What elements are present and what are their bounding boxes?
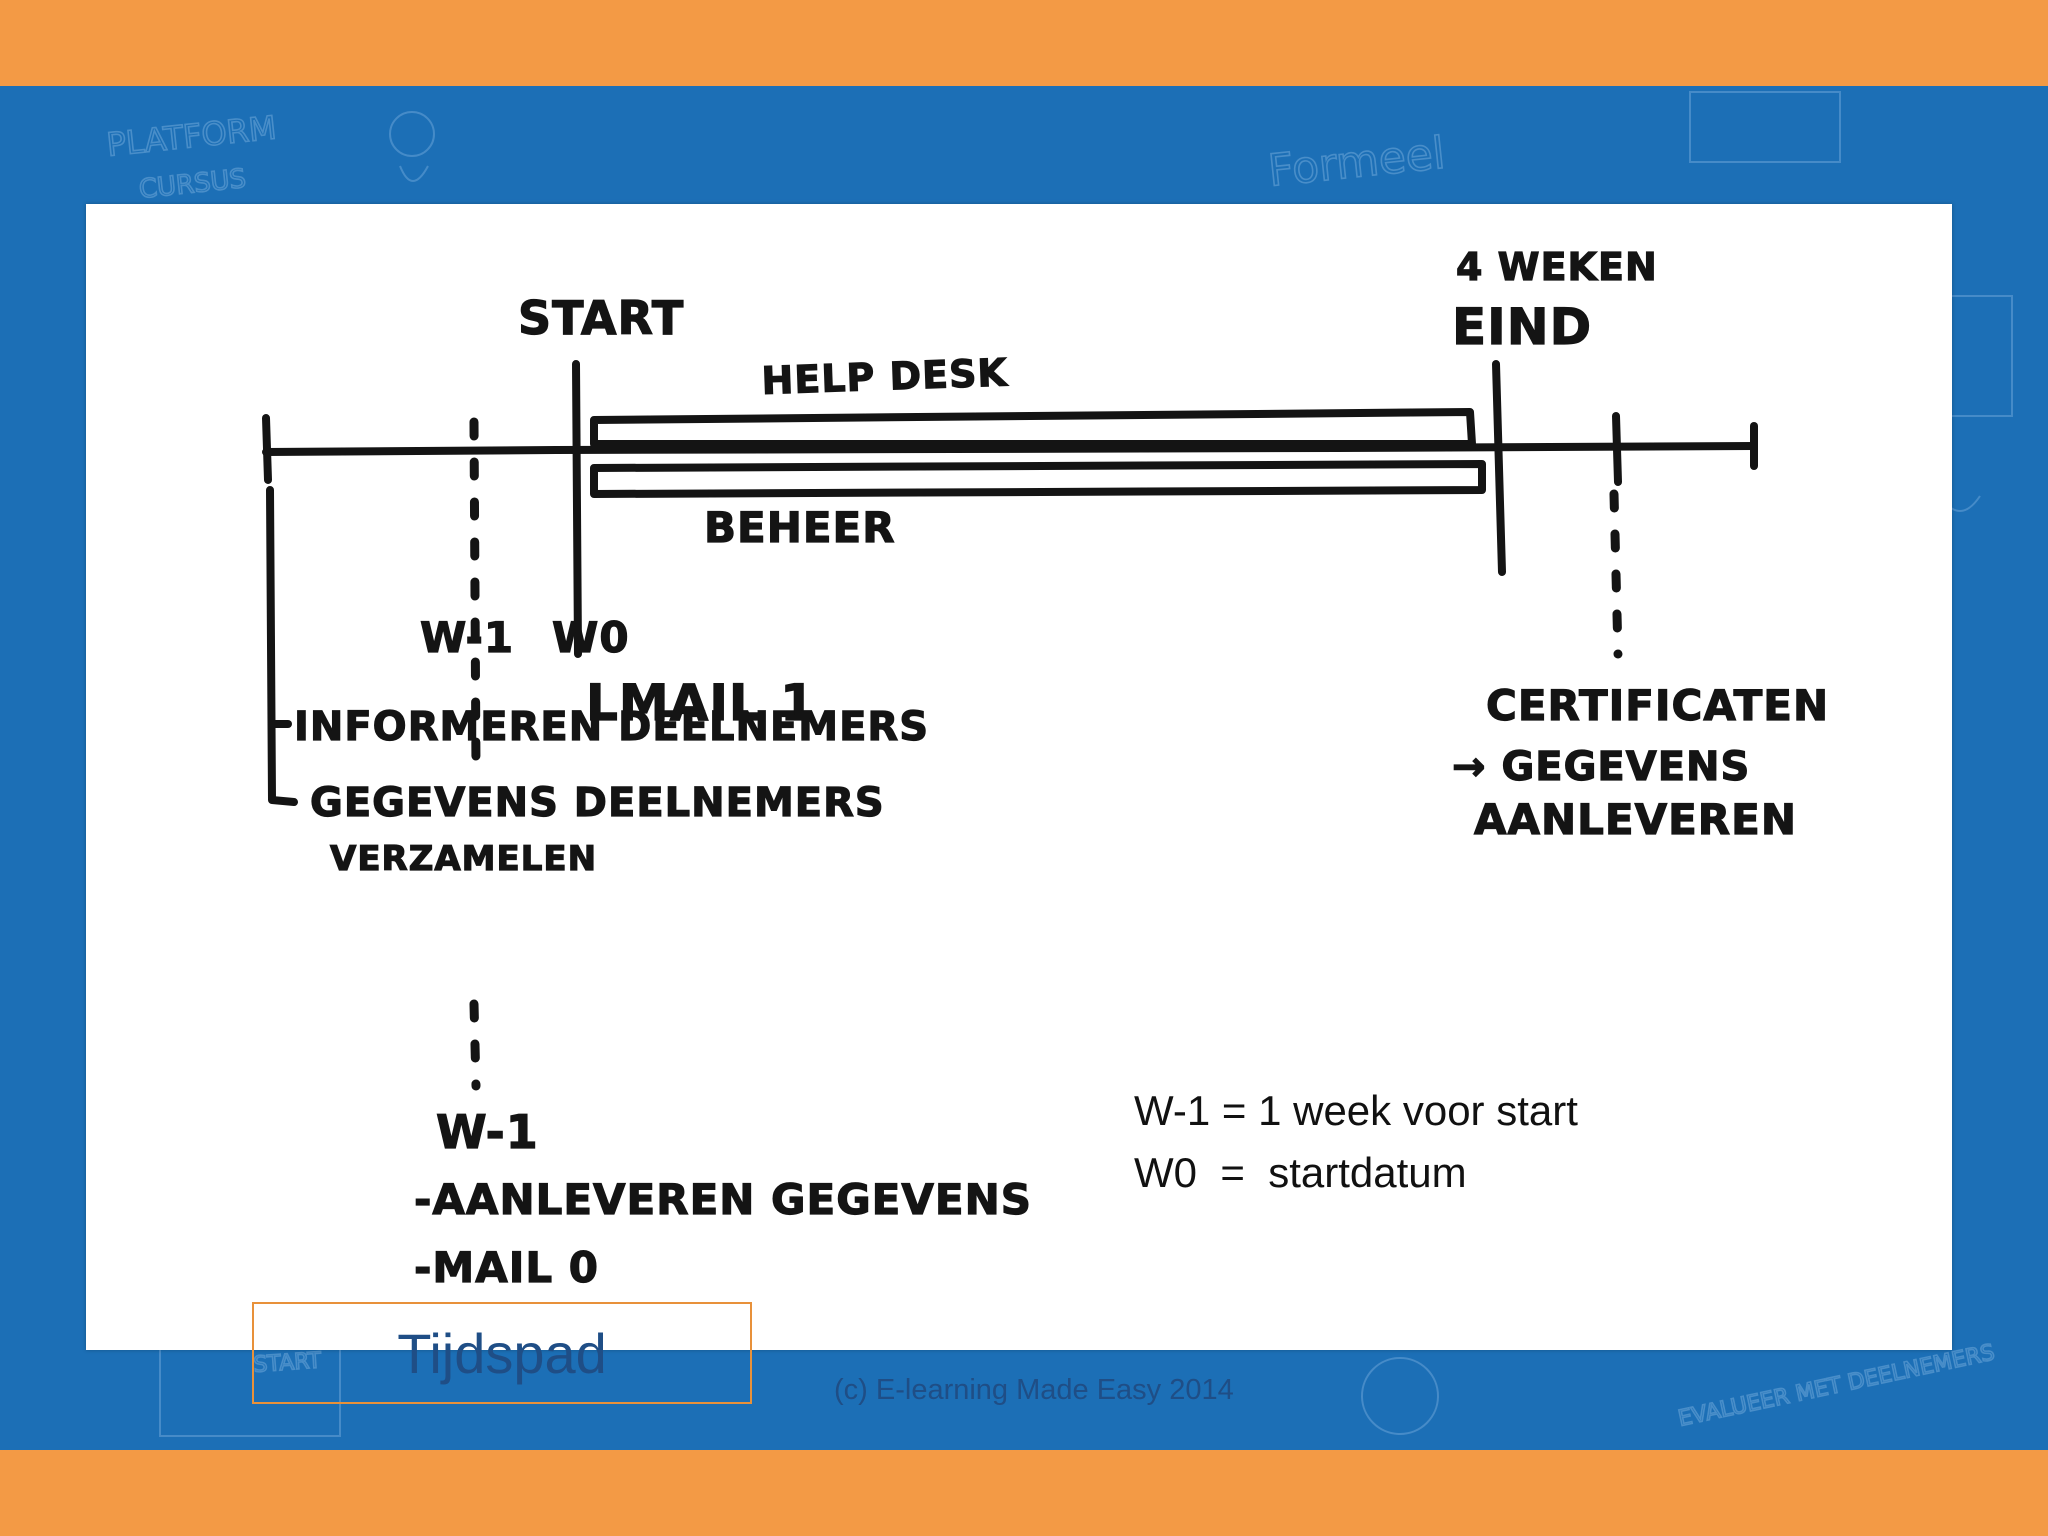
doodle-platform: PLATFORM — [105, 108, 278, 164]
beheer-bar — [590, 460, 1486, 498]
verzamelen-label: VERZAMELEN — [330, 839, 597, 879]
legend-line-w-minus-1: W-1 = 1 week voor start — [1134, 1087, 1578, 1134]
informeren-deelnemers-label: INFORMEREN DEELNEMERS — [294, 704, 929, 750]
lmail1-label: LMAIL 1 — [586, 674, 816, 732]
doodle-evalueer: EVALUEER MET DEELNEMERS — [1676, 1340, 1997, 1432]
gegevens-arrow-label: → GEGEVENS — [1452, 744, 1750, 790]
aanleveren-label: AANLEVEREN — [1474, 795, 1797, 844]
timeline-axis — [262, 360, 1758, 658]
four-weeks-label: 4 WEKEN — [1456, 245, 1658, 289]
copyright-notice: (c) E-learning Made Easy 2014 — [834, 1374, 1234, 1406]
legend: W-1 = 1 week voor start W0 = startdatum — [1134, 1080, 1578, 1204]
w0-label: W0 — [552, 613, 630, 662]
slide-title-text: Tijdspad — [397, 1321, 607, 1385]
w-minus-1-marker — [469, 417, 481, 775]
presentation-background: PLATFORM CURSUS Formeel START EVALUEER M… — [0, 86, 2048, 1450]
helpdesk-bar — [590, 408, 1476, 448]
start-label: START — [518, 291, 684, 345]
eind-label: EIND — [1452, 298, 1592, 356]
doodle-formeel: Formeel — [1266, 128, 1448, 197]
gegevens-deelnemers-label: GEGEVENS DEELNEMERS — [310, 780, 885, 826]
certificaten-label: CERTIFICATEN — [1486, 681, 1829, 730]
deelnemers-bracket — [266, 486, 298, 806]
aanleveren-gegevens-label: -AANLEVEREN GEGEVENS — [414, 1175, 1032, 1224]
beheer-label: BEHEER — [704, 503, 896, 552]
w-minus-1-bottom-marker — [469, 999, 481, 1091]
w-minus-1-label: W-1 — [420, 613, 514, 662]
slide: START 4 WEKEN EIND HELP DESK BEHEER W-1 … — [86, 204, 1952, 1406]
doodle-start: START — [253, 1348, 323, 1378]
background-doodles: PLATFORM CURSUS Formeel START EVALUEER M… — [104, 91, 2013, 1437]
w-minus-1-bottom-label: W-1 — [436, 1105, 539, 1159]
certificaten-marker — [1609, 489, 1623, 659]
timeline-sketch: START 4 WEKEN EIND HELP DESK BEHEER W-1 … — [262, 244, 1829, 1293]
legend-line-w0: W0 = startdatum — [1134, 1149, 1467, 1196]
doodle-cursus: CURSUS — [138, 164, 248, 205]
mail0-label: -MAIL 0 — [414, 1243, 599, 1292]
helpdesk-label: HELP DESK — [761, 350, 1009, 403]
slide-title: Tijdspad — [252, 1302, 752, 1404]
